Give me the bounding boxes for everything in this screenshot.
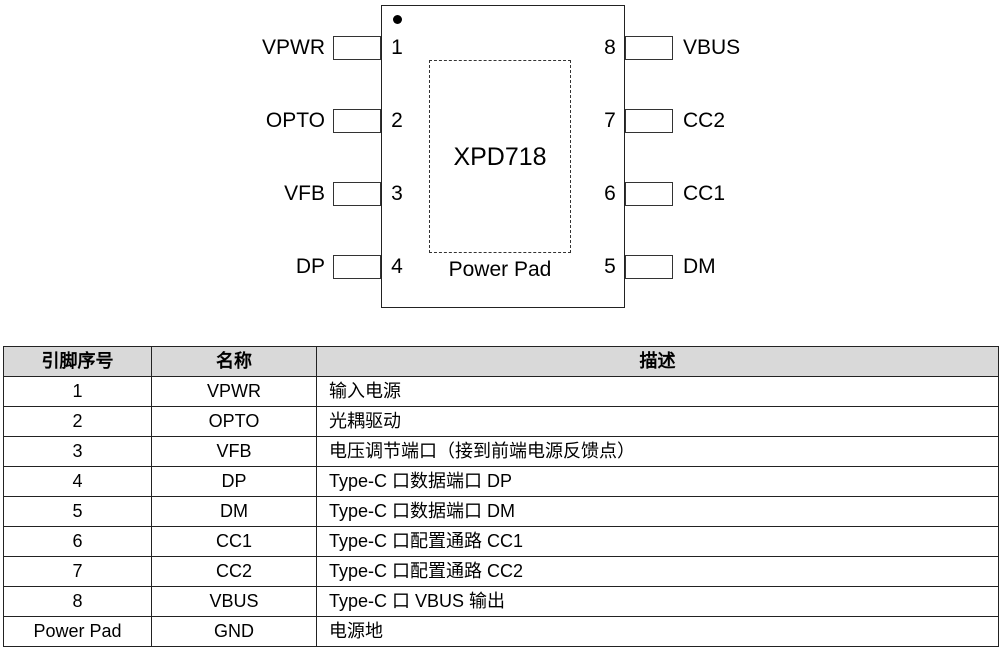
header-pin-number: 引脚序号 xyxy=(3,346,152,377)
header-name: 名称 xyxy=(151,346,317,377)
table-row: 4 DP Type-C 口数据端口 DP xyxy=(3,466,999,497)
pin-number-1: 1 xyxy=(391,36,403,59)
pin-name-1: VPWR xyxy=(262,36,325,59)
table-row: 5 DM Type-C 口数据端口 DM xyxy=(3,496,999,527)
cell-name: CC1 xyxy=(151,526,317,557)
cell-pin: 3 xyxy=(3,436,152,467)
table-row: 6 CC1 Type-C 口配置通路 CC1 xyxy=(3,526,999,557)
cell-name: OPTO xyxy=(151,406,317,437)
cell-description: 光耦驱动 xyxy=(316,406,999,437)
cell-description: 电压调节端口（接到前端电源反馈点） xyxy=(316,436,999,467)
pin-description-table: 引脚序号 名称 描述 1 VPWR 输入电源 2 OPTO 光耦驱动 3 VFB… xyxy=(3,346,999,647)
table-row: Power Pad GND 电源地 xyxy=(3,616,999,647)
pin-number-7: 7 xyxy=(604,109,616,132)
pin-number-4: 4 xyxy=(391,255,403,278)
pin-number-6: 6 xyxy=(604,182,616,205)
table-header-row: 引脚序号 名称 描述 xyxy=(3,346,999,377)
pin-lead-7 xyxy=(625,109,673,133)
cell-name: DM xyxy=(151,496,317,527)
cell-pin: 4 xyxy=(3,466,152,497)
table-row: 2 OPTO 光耦驱动 xyxy=(3,406,999,437)
table-row: 7 CC2 Type-C 口配置通路 CC2 xyxy=(3,556,999,587)
cell-description: Type-C 口数据端口 DM xyxy=(316,496,999,527)
pin-name-3: VFB xyxy=(284,182,325,205)
cell-description: Type-C 口配置通路 CC1 xyxy=(316,526,999,557)
pin-name-2: OPTO xyxy=(265,109,325,132)
pin-lead-5 xyxy=(625,255,673,279)
power-pad-label: Power Pad xyxy=(448,258,552,281)
cell-pin: 6 xyxy=(3,526,152,557)
cell-description: Type-C 口配置通路 CC2 xyxy=(316,556,999,587)
pin-name-6: CC1 xyxy=(683,182,726,205)
pin-number-5: 5 xyxy=(604,255,616,278)
cell-description: 电源地 xyxy=(316,616,999,647)
pin-lead-6 xyxy=(625,182,673,206)
cell-description: Type-C 口 VBUS 输出 xyxy=(316,586,999,617)
pin-lead-8 xyxy=(625,36,673,60)
pin-lead-4 xyxy=(333,255,381,279)
cell-pin: 7 xyxy=(3,556,152,587)
cell-name: GND xyxy=(151,616,317,647)
cell-name: VPWR xyxy=(151,376,317,407)
cell-name: VBUS xyxy=(151,586,317,617)
cell-name: DP xyxy=(151,466,317,497)
cell-pin: 1 xyxy=(3,376,152,407)
pin-number-3: 3 xyxy=(391,182,403,205)
chip-body xyxy=(381,5,625,308)
pin-lead-2 xyxy=(333,109,381,133)
table-row: 3 VFB 电压调节端口（接到前端电源反馈点） xyxy=(3,436,999,467)
pin-lead-1 xyxy=(333,36,381,60)
cell-description: Type-C 口数据端口 DP xyxy=(316,466,999,497)
pin-number-8: 8 xyxy=(604,36,616,59)
table-row: 8 VBUS Type-C 口 VBUS 输出 xyxy=(3,586,999,617)
cell-name: VFB xyxy=(151,436,317,467)
cell-description: 输入电源 xyxy=(316,376,999,407)
table-row: 1 VPWR 输入电源 xyxy=(3,376,999,407)
chip-name: XPD718 xyxy=(453,143,547,171)
pin-name-4: DP xyxy=(295,255,325,278)
pin-number-2: 2 xyxy=(391,109,403,132)
power-pad-outline xyxy=(429,60,571,253)
pin1-marker-dot xyxy=(393,15,402,24)
package-diagram: XPD718 Power Pad 1 VPWR 2 OPTO 3 VFB 4 D… xyxy=(0,0,1000,320)
cell-pin: 2 xyxy=(3,406,152,437)
pin-name-5: DM xyxy=(683,255,716,278)
pin-name-8: VBUS xyxy=(683,36,741,59)
cell-pin: 5 xyxy=(3,496,152,527)
cell-name: CC2 xyxy=(151,556,317,587)
pin-lead-3 xyxy=(333,182,381,206)
cell-pin: 8 xyxy=(3,586,152,617)
header-description: 描述 xyxy=(316,346,999,377)
pin-name-7: CC2 xyxy=(683,109,726,132)
cell-pin: Power Pad xyxy=(3,616,152,647)
